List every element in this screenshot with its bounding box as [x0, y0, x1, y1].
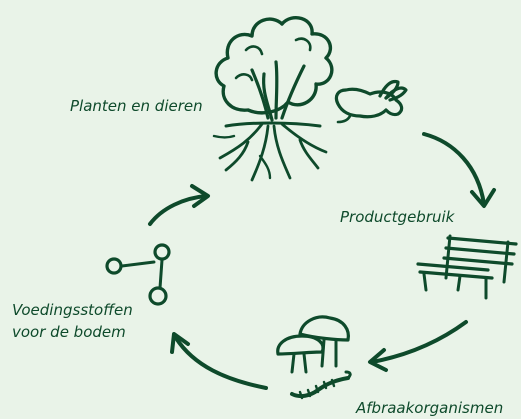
- rabbit-icon: [334, 79, 408, 124]
- label-plants-animals: Planten en dieren: [70, 97, 203, 115]
- arrow-to-nutrients: [170, 332, 268, 390]
- label-decomposers: Afbraakorganismen: [356, 399, 504, 417]
- label-nutrients-line1: Voedingsstoffen: [12, 301, 133, 319]
- label-product-use: Productgebruik: [340, 208, 455, 226]
- label-nutrients-line2: voor de bodem: [12, 323, 126, 341]
- arrow-to-decomposers: [368, 320, 468, 372]
- bench-icon: [416, 234, 518, 300]
- nutrient-molecules-icon: [105, 243, 171, 306]
- arrow-to-product-use: [422, 132, 496, 208]
- tree-icon: [212, 15, 334, 182]
- arrow-to-plants: [148, 184, 210, 226]
- mushroom-worm-icon: [276, 315, 352, 400]
